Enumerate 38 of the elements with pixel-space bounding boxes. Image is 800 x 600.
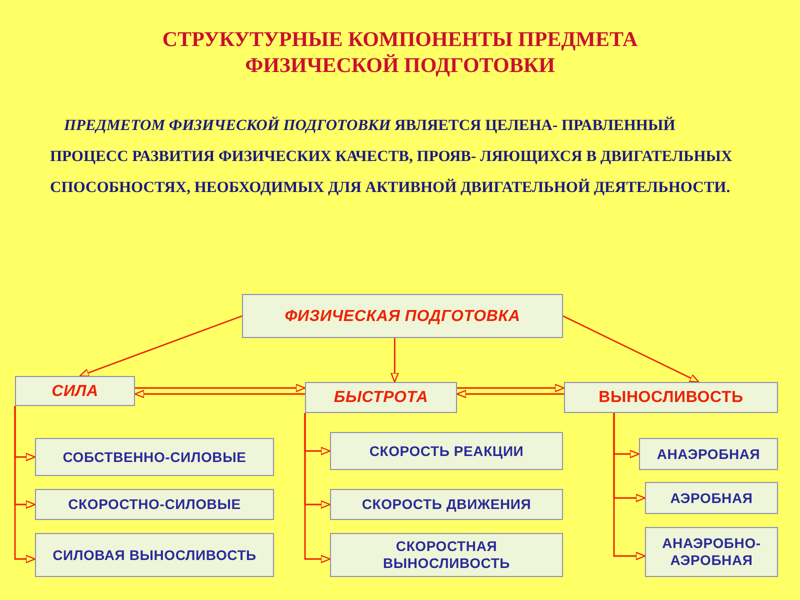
category-box [15,376,135,406]
node-label: СКОРОСТЬ РЕАКЦИИ [369,442,524,460]
subcategory-box [330,432,563,470]
node-label: СКОРОСТНАЯ ВЫНОСЛИВОСТЬ [382,538,512,572]
arrow [14,406,36,564]
arrow [390,338,399,383]
node-label: АНАЭРОБНАЯ [656,446,760,462]
arrow [562,315,700,383]
node-label: СОБСТВЕННО-СИЛОВЫЕ [62,448,246,466]
arrow [613,413,646,560]
subcategory-box [645,527,778,577]
arrow [304,413,331,564]
node-label: БЫСТРОТА [334,389,428,406]
node-label: ВЫНОСЛИВОСТЬ [598,389,744,406]
arrow [457,384,565,392]
subcategory-box [35,438,274,476]
arrow [135,384,306,392]
definition-paragraph: ПРЕДМЕТОМ ФИЗИЧЕСКОЙ ПОДГОТОВКИ ЯВЛЯЕТСЯ ЦЕЛЕНА- ПРАВЛЕННЫЙ ПРОЦЕСС РАЗВИТИЯ ФИЗИЧЕСКИХ КАЧЕСТВ, ПРОЯВ- ЛЯЮЩИХСЯ В ДВИГАТЕЛЬНЫХ СПОСОБНОСТЯХ, НЕОБХОДИМЫХ ДЛЯ АКТИВНОЙ ДВИГАТЕЛЬНОЙ ДЕЯТЕЛЬНОСТИ. [50,115,734,198]
node-label: СКОРОСТЬ ДВИЖЕНИЯ [362,496,532,513]
subcategory-box [330,489,563,520]
subcategory-box [645,482,778,514]
subcategory-box [330,533,563,577]
arrow [456,390,564,398]
node-label: АЭРОБНАЯ [670,490,753,506]
node-label: СИЛОВАЯ ВЫНОСЛИВОСТЬ [52,546,256,564]
subcategory-box [35,489,274,520]
category-box [242,294,563,338]
category-box [564,382,778,413]
node-label: АНАЭРОБНО-АЭРОБНАЯ [661,535,762,569]
node-label: СКОРОСТНО-СИЛОВЫЕ [68,496,241,513]
arrow [134,390,305,398]
title: СТРУКУТУРНЫЕ КОМПОНЕНТЫ ПРЕДМЕТА ФИЗИЧЕСКОЙ ПОДГОТОВКИ [161,26,639,78]
category-box [305,382,457,413]
arrow [79,315,242,377]
subcategory-box [35,533,274,577]
subcategory-box [639,438,778,470]
node-label: ФИЗИЧЕСКАЯ ПОДГОТОВКА [284,308,520,324]
node-label: СИЛА [52,382,98,400]
